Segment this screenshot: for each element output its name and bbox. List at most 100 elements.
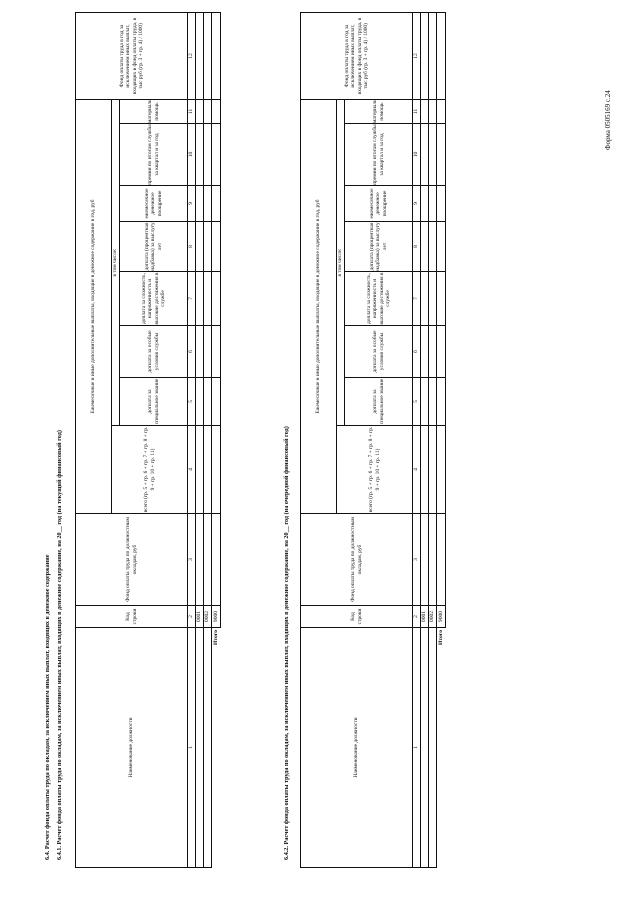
header-col11: материальная помощь <box>344 99 413 124</box>
header-col12: Фонд оплаты труда в год за исключением и… <box>75 12 188 100</box>
value-cell[interactable] <box>428 377 437 426</box>
value-cell[interactable] <box>195 513 204 606</box>
col-number: 4 <box>187 425 196 514</box>
header-code: Код строки <box>75 605 188 628</box>
total-cell[interactable] <box>211 221 221 272</box>
col-number: 10 <box>187 123 196 186</box>
total-cell[interactable] <box>436 123 446 186</box>
value-cell[interactable] <box>195 377 204 426</box>
section-title: 6.4. Расчет фонда оплаты труда по оклада… <box>44 554 51 860</box>
position-cell[interactable] <box>195 627 204 868</box>
value-cell[interactable] <box>420 99 429 124</box>
value-cell[interactable] <box>203 513 212 606</box>
value-cell[interactable] <box>195 325 204 378</box>
total-cell[interactable] <box>436 12 446 100</box>
value-cell[interactable] <box>203 325 212 378</box>
value-cell[interactable] <box>203 271 212 326</box>
table-row: 0001 <box>420 12 429 868</box>
col-number: 10 <box>412 123 421 186</box>
position-cell[interactable] <box>203 627 212 868</box>
total-cell[interactable] <box>211 99 221 124</box>
value-cell[interactable] <box>195 99 204 124</box>
column-numbers-row: 1 2 3 4 5 6 7 8 9 10 11 12 <box>412 12 421 868</box>
value-cell[interactable] <box>203 12 212 100</box>
value-cell[interactable] <box>428 123 437 186</box>
value-cell[interactable] <box>428 221 437 272</box>
value-cell[interactable] <box>428 513 437 606</box>
value-cell[interactable] <box>428 185 437 222</box>
position-cell[interactable] <box>428 627 437 868</box>
total-cell[interactable] <box>436 185 446 222</box>
total-cell[interactable] <box>211 271 221 326</box>
col-number: 12 <box>187 12 196 100</box>
value-cell[interactable] <box>420 425 429 514</box>
col-number: 7 <box>187 271 196 326</box>
value-cell[interactable] <box>195 12 204 100</box>
col-number: 5 <box>187 377 196 426</box>
total-cell[interactable] <box>436 325 446 378</box>
total-code: 9000 <box>211 605 221 628</box>
value-cell[interactable] <box>203 123 212 186</box>
value-cell[interactable] <box>195 271 204 326</box>
value-cell[interactable] <box>203 221 212 272</box>
value-cell[interactable] <box>203 377 212 426</box>
total-cell[interactable] <box>436 99 446 124</box>
value-cell[interactable] <box>420 513 429 606</box>
total-cell[interactable] <box>211 377 221 426</box>
total-cell[interactable] <box>211 12 221 100</box>
value-cell[interactable] <box>420 271 429 326</box>
value-cell[interactable] <box>420 185 429 222</box>
value-cell[interactable] <box>195 123 204 186</box>
header-position: Наименование должности <box>300 627 413 868</box>
header-col9: ежемесячное денежное поощрение <box>119 185 188 222</box>
col-number: 7 <box>412 271 421 326</box>
total-cell[interactable] <box>436 221 446 272</box>
total-cell[interactable] <box>211 513 221 606</box>
total-cell[interactable] <box>436 513 446 606</box>
value-cell[interactable] <box>428 271 437 326</box>
code-cell: 0002 <box>203 605 212 628</box>
position-cell[interactable] <box>420 627 429 868</box>
total-row: Итого 9000 <box>211 12 221 867</box>
value-cell[interactable] <box>420 12 429 100</box>
header-col8: доплата (процентная надбавка) за выслугу… <box>119 221 188 272</box>
header-position: Наименование должности <box>75 627 188 868</box>
table-2-title: 6.4.2. Расчет фонда оплаты труда по окла… <box>283 426 290 860</box>
value-cell[interactable] <box>195 185 204 222</box>
header-additional-group: Ежемесячные и иные дополнительные выплат… <box>75 99 112 514</box>
header-col5: доплата за специальное звание <box>119 377 188 426</box>
total-cell[interactable] <box>211 123 221 186</box>
col-number: 1 <box>412 627 421 868</box>
total-cell[interactable] <box>211 425 221 514</box>
code-cell: 0001 <box>420 605 429 628</box>
value-cell[interactable] <box>203 185 212 222</box>
header-fot-oklad: Фонд оплаты труда по должностным окладам… <box>75 513 188 606</box>
value-cell[interactable] <box>203 99 212 124</box>
value-cell[interactable] <box>420 221 429 272</box>
value-cell[interactable] <box>195 425 204 514</box>
value-cell[interactable] <box>195 221 204 272</box>
value-cell[interactable] <box>420 123 429 186</box>
table-row: 0002 <box>428 12 437 868</box>
total-row: Итого 9000 <box>436 12 446 867</box>
col-number: 2 <box>187 605 196 628</box>
value-cell[interactable] <box>420 377 429 426</box>
col-number: 5 <box>412 377 421 426</box>
header-col5: доплата за специальное звание <box>344 377 413 426</box>
value-cell[interactable] <box>420 325 429 378</box>
value-cell[interactable] <box>428 325 437 378</box>
total-cell[interactable] <box>211 325 221 378</box>
value-cell[interactable] <box>203 425 212 514</box>
value-cell[interactable] <box>428 425 437 514</box>
col-number: 1 <box>187 627 196 868</box>
total-cell[interactable] <box>436 425 446 514</box>
code-cell: 0001 <box>195 605 204 628</box>
total-cell[interactable] <box>211 185 221 222</box>
header-col9: ежемесячное денежное поощрение <box>344 185 413 222</box>
total-cell[interactable] <box>436 271 446 326</box>
value-cell[interactable] <box>428 12 437 100</box>
total-cell[interactable] <box>436 377 446 426</box>
value-cell[interactable] <box>428 99 437 124</box>
header-col11: материальная помощь <box>119 99 188 124</box>
